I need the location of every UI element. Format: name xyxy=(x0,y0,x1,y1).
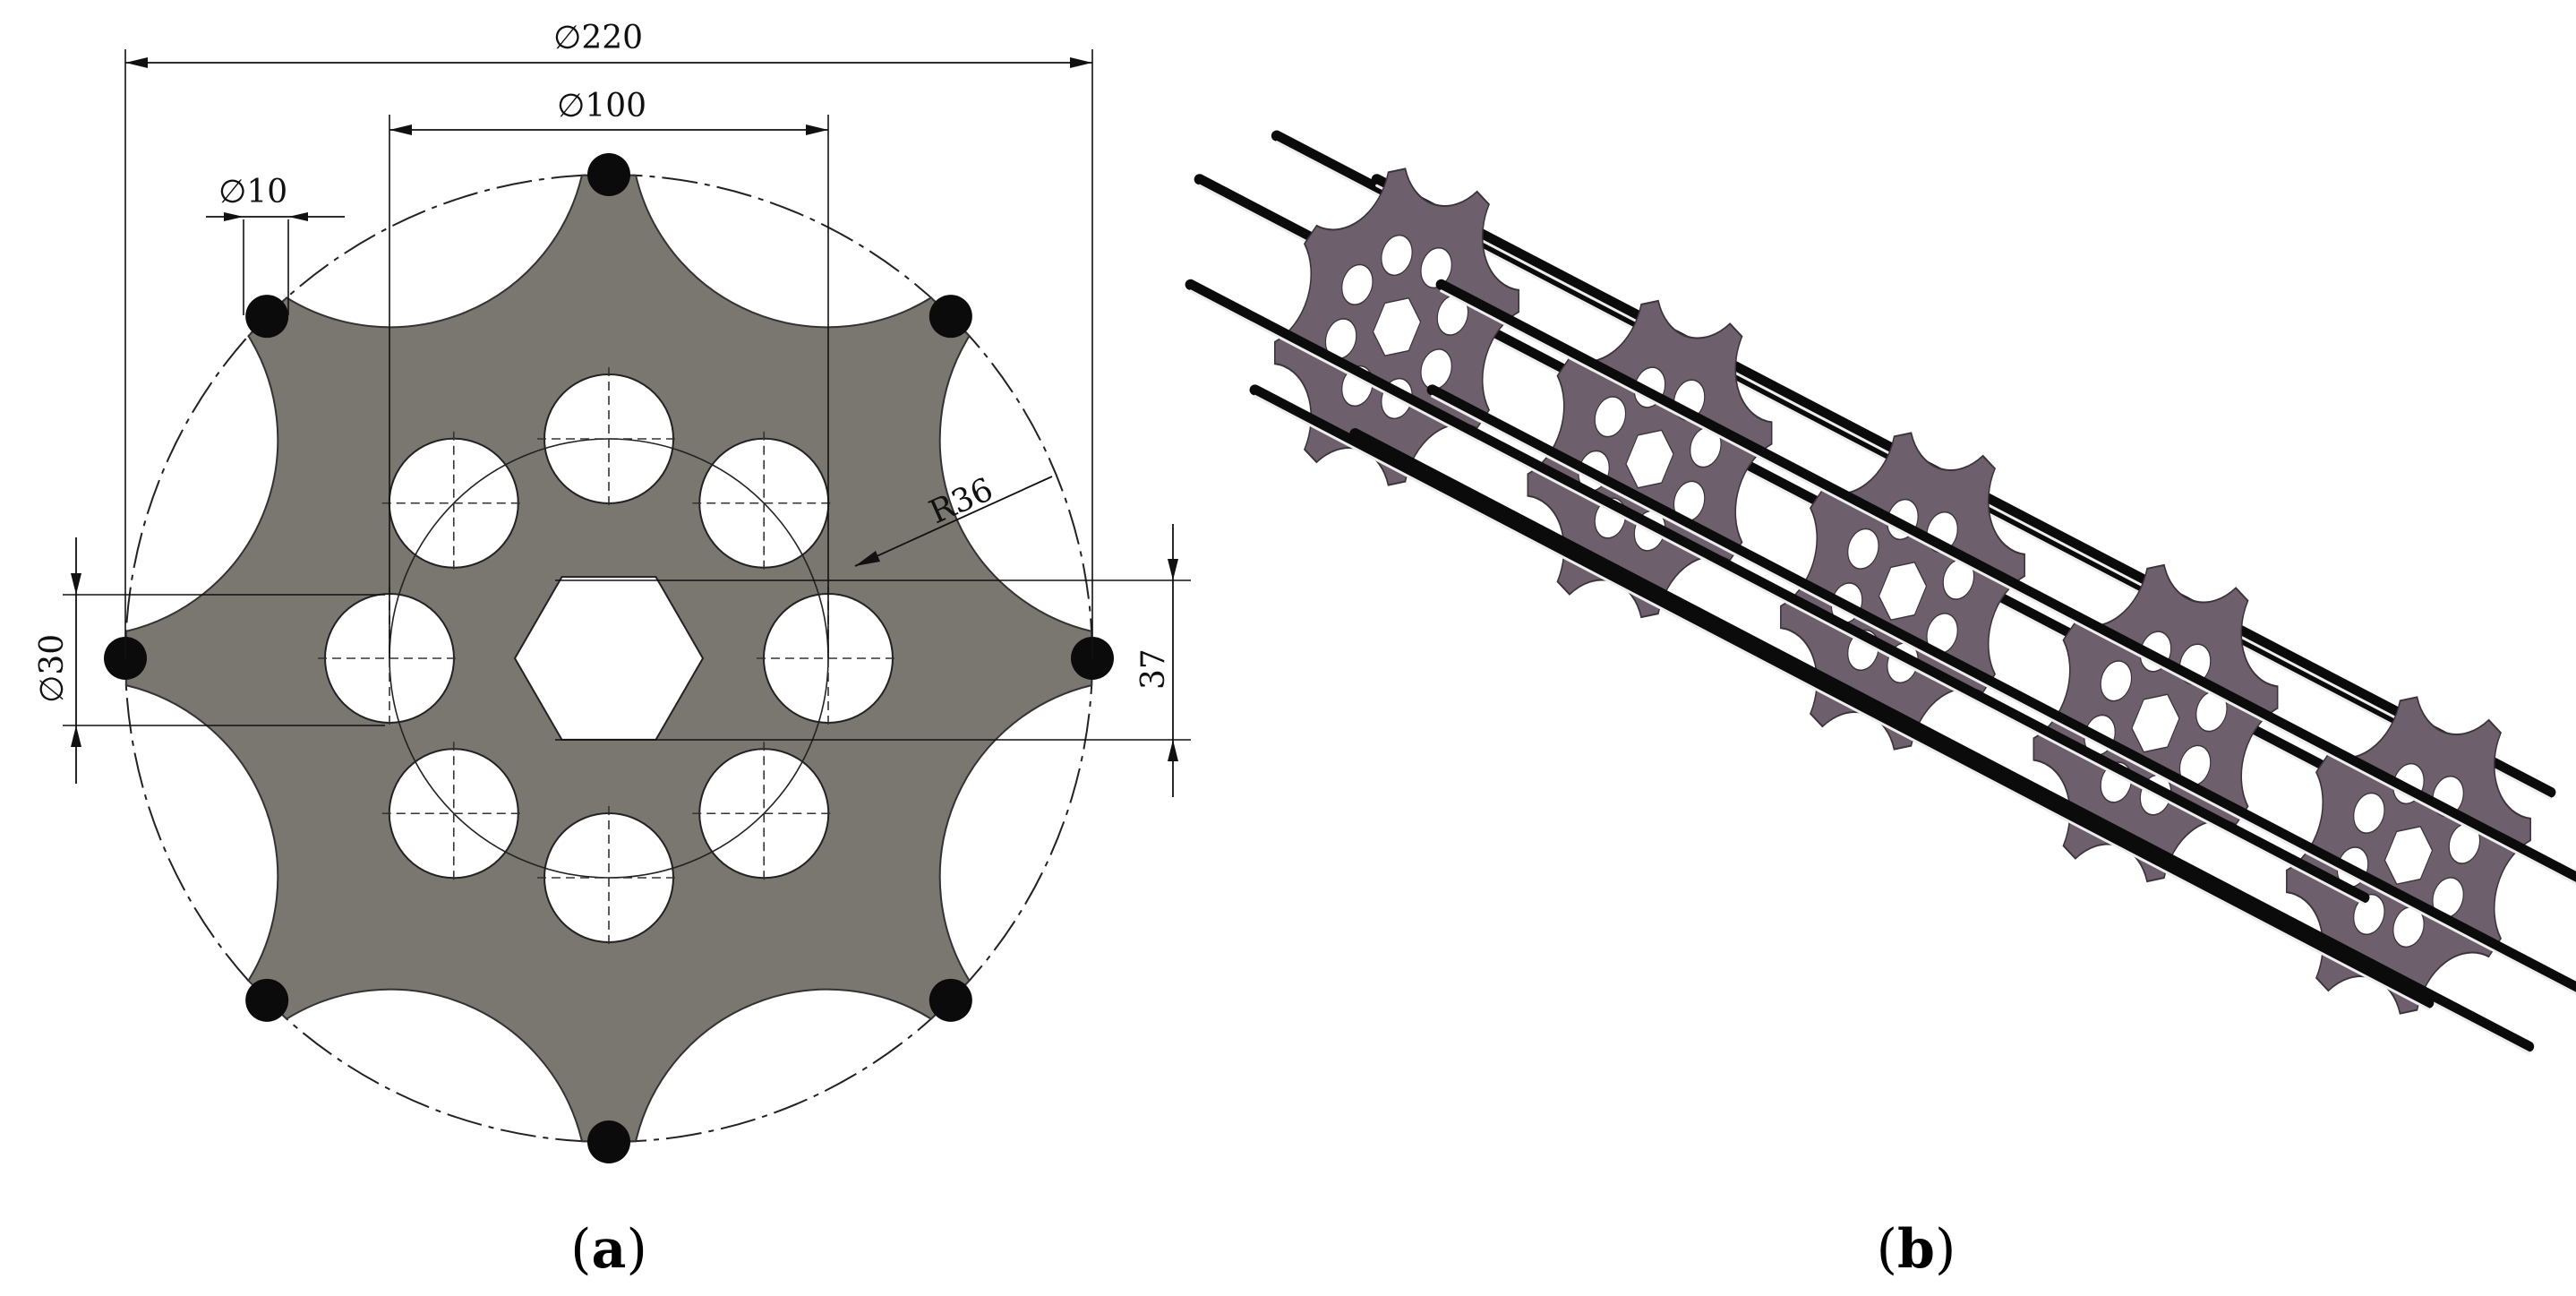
dimension-outer-diameter: ∅220 xyxy=(124,20,1093,658)
plate-hole xyxy=(1381,234,1413,277)
plate-hole xyxy=(1420,246,1452,289)
rod xyxy=(1435,279,2576,884)
pitch-diameter-label: ∅100 xyxy=(557,88,646,124)
rod-tip xyxy=(929,978,972,1022)
rod-tip xyxy=(929,295,972,339)
plate-hole xyxy=(1847,528,1879,570)
plate-hexagon-hole xyxy=(1625,429,1674,489)
rod-highlight xyxy=(1254,394,2430,1011)
caption-b: (b) xyxy=(1877,1218,1956,1281)
caption-a: (a) xyxy=(570,1218,647,1281)
plate-hexagon-hole xyxy=(1878,561,1928,622)
plate-hole xyxy=(1341,263,1374,305)
rod xyxy=(1185,279,2370,904)
outer-diameter-label: ∅220 xyxy=(553,20,643,56)
dimension-hex-size: 37 xyxy=(555,524,1191,797)
plate-hole xyxy=(2353,792,2385,834)
dimension-tip-diameter: ∅10 xyxy=(206,174,345,315)
rod-highlight xyxy=(1440,289,2576,886)
rod xyxy=(1426,384,2576,994)
plate-hexagon-hole xyxy=(2383,825,2434,886)
rod-tip xyxy=(587,153,630,196)
plate-hexagon-hole xyxy=(2131,693,2180,753)
plate-hole xyxy=(2353,893,2385,936)
rod-tip xyxy=(245,295,289,339)
plate-hole xyxy=(1594,396,1627,438)
panel-b-cage xyxy=(1185,130,2576,1054)
hex-size-label: 37 xyxy=(1135,648,1172,690)
rod-tip xyxy=(587,1120,630,1163)
plate-hole xyxy=(2100,660,2133,702)
rod-highlight xyxy=(1189,289,2366,905)
hole-center-lines xyxy=(318,367,900,949)
plate-hexagon-hole xyxy=(1372,296,1422,357)
rod xyxy=(1249,384,2435,1008)
rod-highlight xyxy=(1431,394,2576,996)
rod xyxy=(1349,428,2535,1052)
rod-tip xyxy=(245,978,289,1022)
dimension-hole-diameter: ∅30 xyxy=(34,537,385,784)
front-rods xyxy=(1185,279,2576,1054)
dimension-pitch-diameter: ∅100 xyxy=(389,88,829,658)
cage-plates xyxy=(1274,167,2531,1015)
panel-a-drawing: ∅220 ∅100 ∅10 ∅30 xyxy=(34,20,1191,1163)
tip-diameter-label: ∅10 xyxy=(218,174,287,210)
hole-diameter-label: ∅30 xyxy=(34,634,71,703)
